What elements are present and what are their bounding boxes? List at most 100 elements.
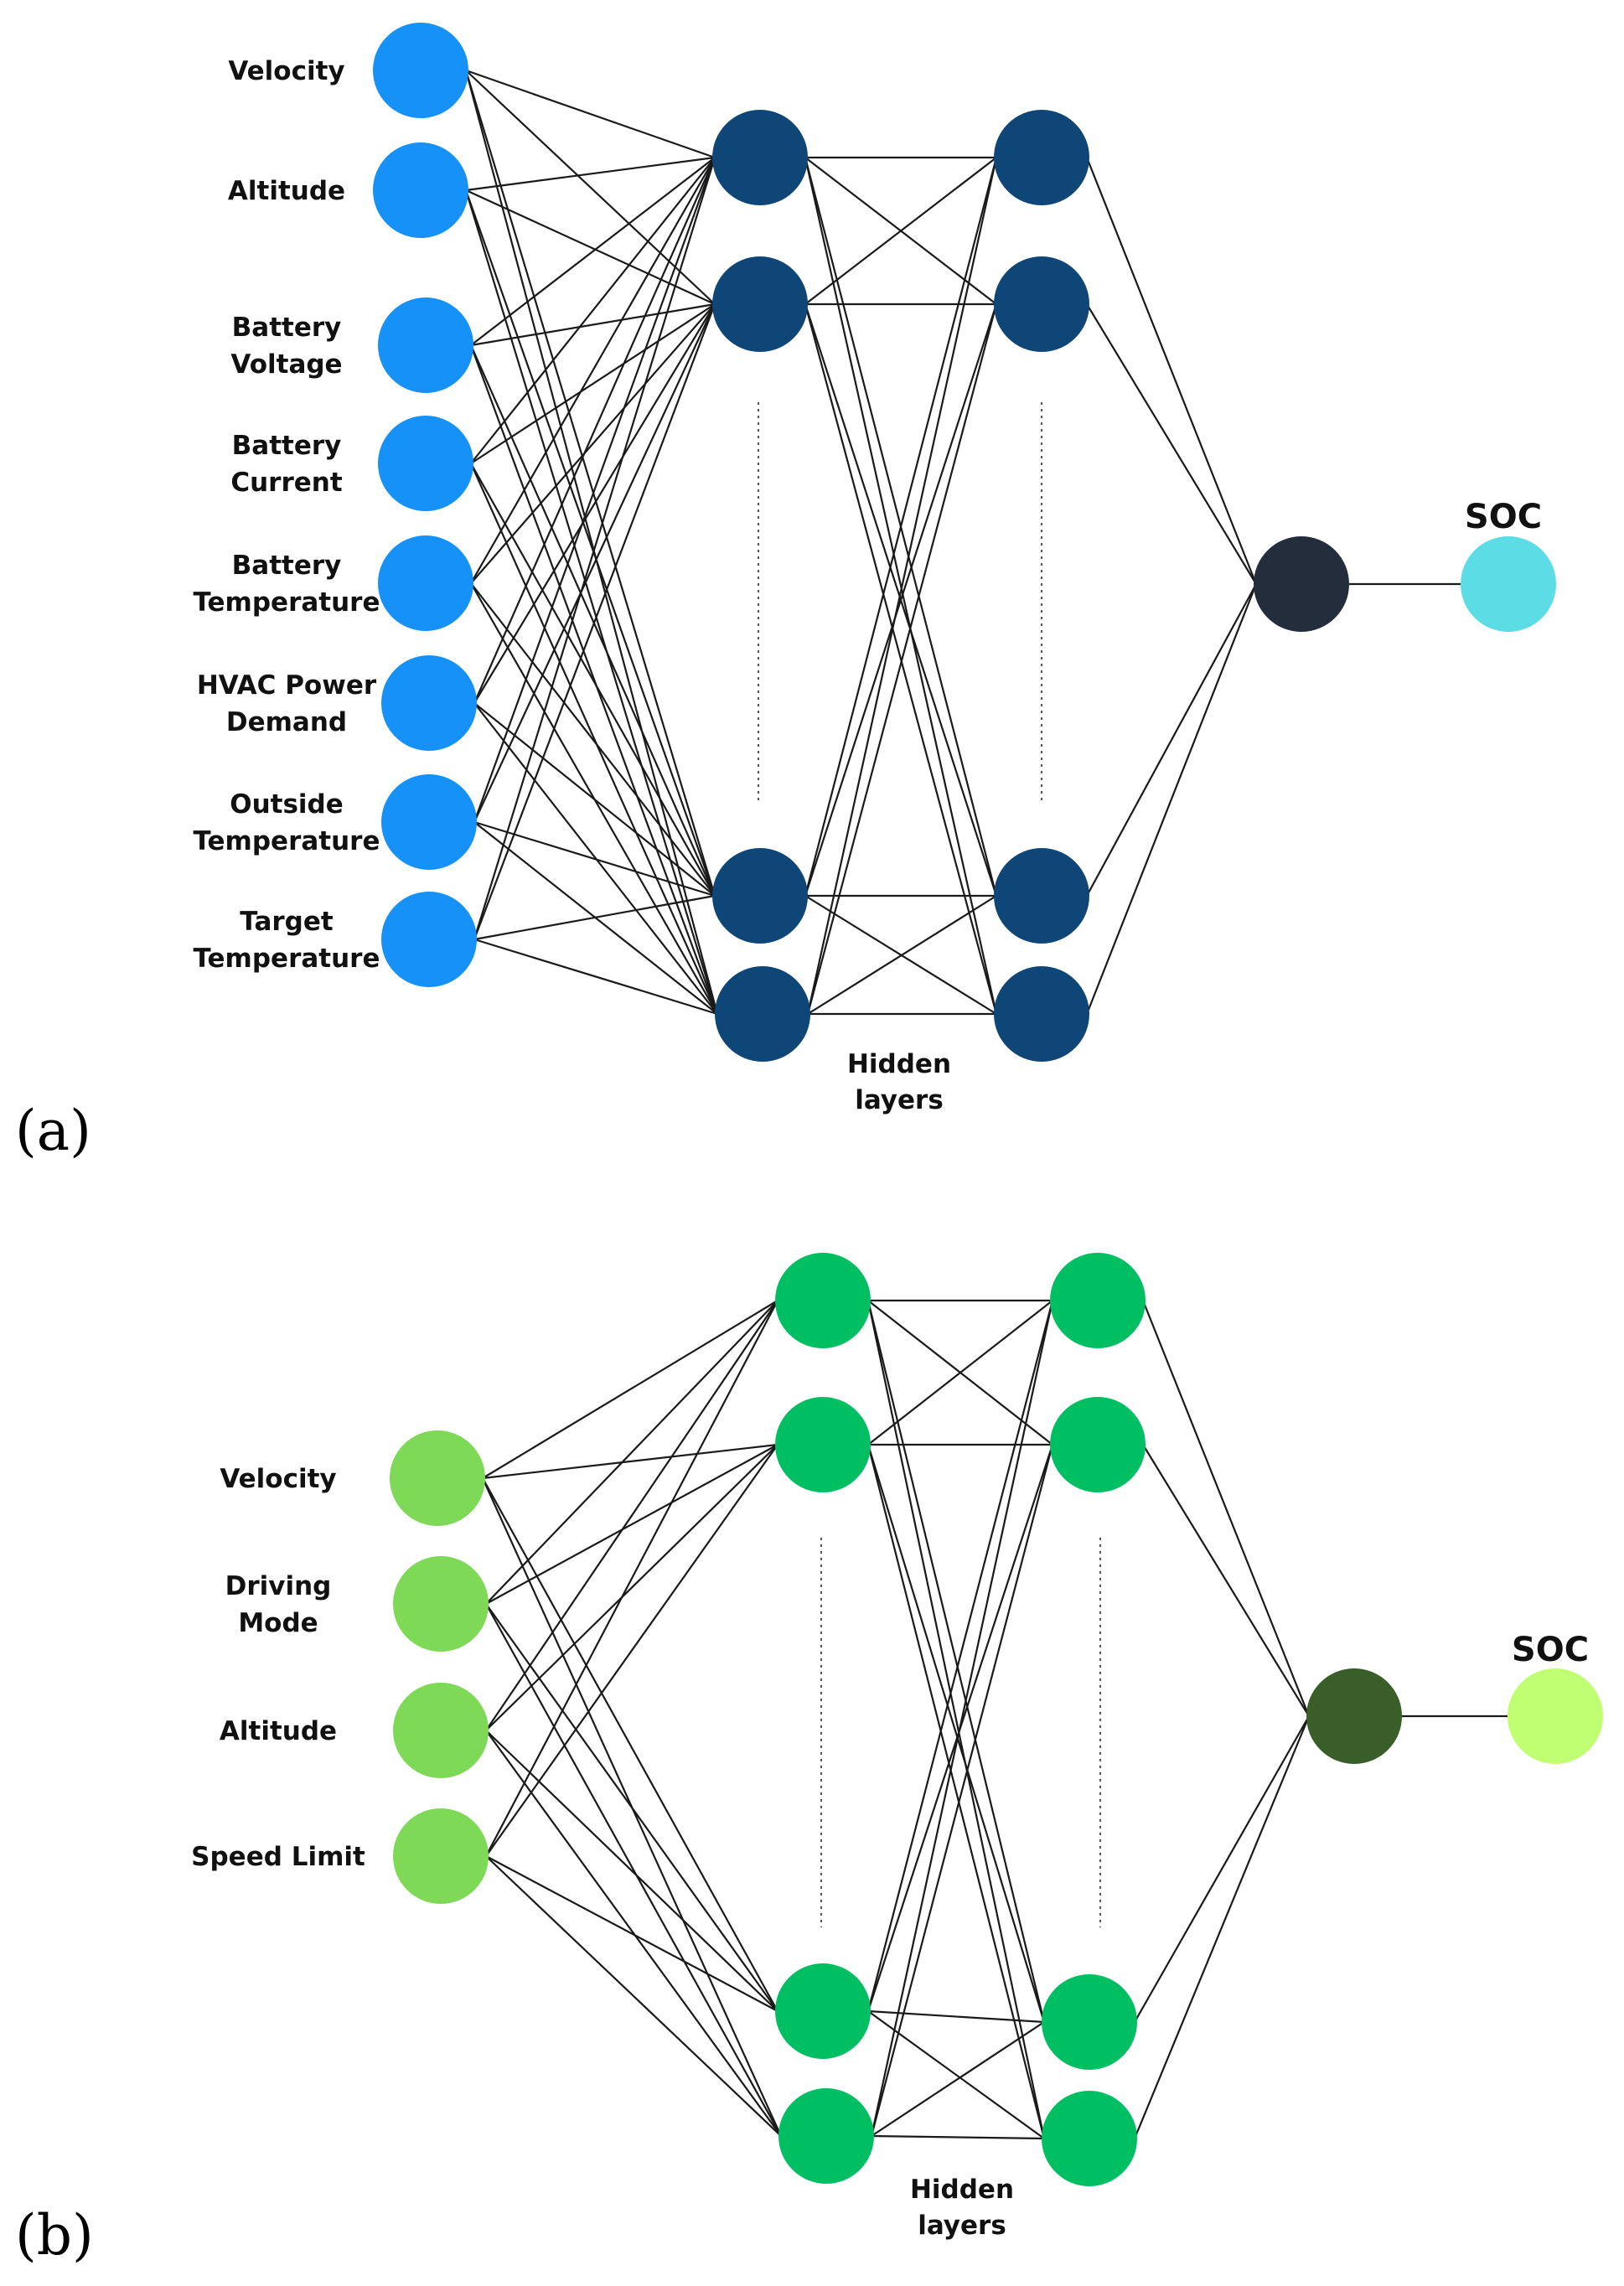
hidden1-node-3 — [715, 966, 810, 1062]
edge-hidden1-3-to-hidden2-3 — [871, 2134, 1045, 2140]
input-label-line: Temperature — [194, 944, 380, 974]
edge-input-3-to-hidden1-1 — [485, 1444, 778, 1857]
edge-hidden2-2-to-output-neuron — [1086, 583, 1257, 897]
edge-input-1-to-hidden1-0 — [485, 1300, 778, 1605]
input-label-line: Battery — [232, 313, 342, 343]
hidden-layers-label-line: Hidden — [910, 2175, 1014, 2205]
input-label-line: Current — [230, 468, 342, 498]
edge-input-0-to-hidden1-3 — [464, 70, 719, 1015]
edge-input-2-to-hidden1-3 — [485, 1730, 782, 2137]
edge-input-2-to-hidden1-3 — [469, 344, 719, 1015]
edge-hidden2-3-to-output-neuron — [1085, 583, 1258, 1015]
edge-input-7-to-hidden1-3 — [473, 938, 718, 1016]
edge-hidden1-3-to-hidden2-0 — [806, 157, 998, 1015]
hidden2-node-1 — [994, 256, 1089, 352]
edge-input-3-to-hidden1-3 — [485, 1855, 782, 2137]
edge-input-1-to-hidden1-0 — [465, 156, 716, 192]
edge-input-1-to-hidden1-1 — [465, 189, 716, 306]
hidden2-node-3 — [994, 966, 1089, 1062]
input-label-line: Velocity — [228, 56, 344, 86]
hidden1-node-3 — [778, 2088, 874, 2184]
soc-output-label: SOC — [1465, 498, 1542, 536]
input-label-line: Battery — [232, 551, 342, 581]
input-node-0 — [373, 23, 468, 118]
input-label-3: Speed Limit — [191, 1842, 365, 1872]
output-neuron — [1306, 1668, 1402, 1764]
edge-input-6-to-hidden1-1 — [473, 303, 716, 823]
input-label-0: Velocity — [228, 56, 344, 86]
edge-input-0-to-hidden1-2 — [464, 70, 716, 897]
edge-input-7-to-hidden1-1 — [473, 303, 716, 940]
panel-a-nodes — [373, 23, 1556, 1062]
input-node-0 — [390, 1430, 485, 1526]
edge-hidden1-0-to-hidden2-3 — [804, 157, 998, 1015]
soc-output-node — [1508, 1668, 1603, 1764]
edge-input-1-to-hidden1-3 — [464, 189, 719, 1015]
edge-input-2-to-hidden1-2 — [469, 344, 716, 897]
input-label-line: Altitude — [220, 1716, 337, 1746]
panel-a-label: (a) — [15, 1099, 91, 1163]
input-node-2 — [378, 297, 473, 393]
hidden1-node-0 — [775, 1253, 871, 1348]
edge-input-0-to-hidden1-0 — [482, 1300, 778, 1479]
edge-hidden1-1-to-hidden2-0 — [804, 157, 997, 305]
soc-output-node — [1461, 536, 1556, 632]
edge-hidden1-3-to-hidden2-1 — [870, 1444, 1054, 2137]
edge-input-5-to-hidden1-2 — [473, 702, 716, 897]
edge-hidden2-0-to-output-neuron — [1141, 1300, 1311, 1717]
hidden1-node-0 — [712, 110, 808, 205]
edge-input-3-to-hidden1-3 — [469, 463, 719, 1015]
edge-hidden1-1-to-hidden2-2 — [866, 1444, 1046, 2023]
input-node-3 — [378, 416, 473, 511]
edge-hidden1-1-to-hidden2-3 — [866, 1444, 1046, 2139]
input-label-line: Target — [240, 907, 334, 937]
edge-hidden1-2-to-hidden2-3 — [867, 2010, 1045, 2139]
input-node-1 — [393, 1556, 489, 1652]
hidden2-node-2 — [1042, 1974, 1137, 2070]
hidden2-node-1 — [1050, 1397, 1146, 1492]
panel-b-label: (b) — [15, 2203, 94, 2268]
input-label-line: Voltage — [230, 349, 342, 380]
edge-hidden1-2-to-hidden2-0 — [804, 157, 998, 897]
edge-input-1-to-hidden1-2 — [485, 1603, 778, 2012]
edge-hidden2-1-to-output-neuron — [1142, 1444, 1310, 1717]
panel-a-edges — [464, 69, 1461, 1016]
edge-hidden2-0-to-output-neuron — [1085, 157, 1258, 585]
panel-b-ellipsis — [820, 1538, 1101, 1927]
input-node-1 — [373, 142, 468, 238]
input-label-line: Demand — [226, 707, 347, 737]
edge-input-1-to-hidden1-2 — [464, 189, 716, 897]
hidden-layers-label-line: layers — [855, 1085, 944, 1115]
hidden1-node-2 — [775, 1963, 871, 2059]
input-label-line: Driving — [225, 1571, 332, 1601]
edge-input-0-to-hidden1-1 — [465, 70, 716, 305]
input-label-1: Altitude — [228, 176, 345, 206]
input-label-0: Velocity — [220, 1464, 336, 1494]
input-node-4 — [378, 535, 473, 631]
input-node-6 — [381, 774, 477, 870]
input-node-7 — [381, 892, 477, 987]
edge-input-4-to-hidden1-0 — [470, 157, 716, 584]
edge-input-7-to-hidden1-0 — [473, 157, 716, 940]
hidden1-node-1 — [712, 256, 808, 352]
edge-input-1-to-hidden1-1 — [485, 1444, 778, 1605]
panel-b-edges — [481, 1299, 1508, 2140]
edge-hidden1-1-to-hidden2-0 — [867, 1300, 1053, 1446]
edge-hidden1-3-to-hidden2-0 — [870, 1300, 1054, 2137]
edge-input-5-to-hidden1-0 — [473, 157, 716, 704]
edge-input-6-to-hidden1-0 — [473, 157, 716, 823]
input-node-5 — [381, 655, 477, 751]
hidden1-node-2 — [712, 848, 808, 944]
